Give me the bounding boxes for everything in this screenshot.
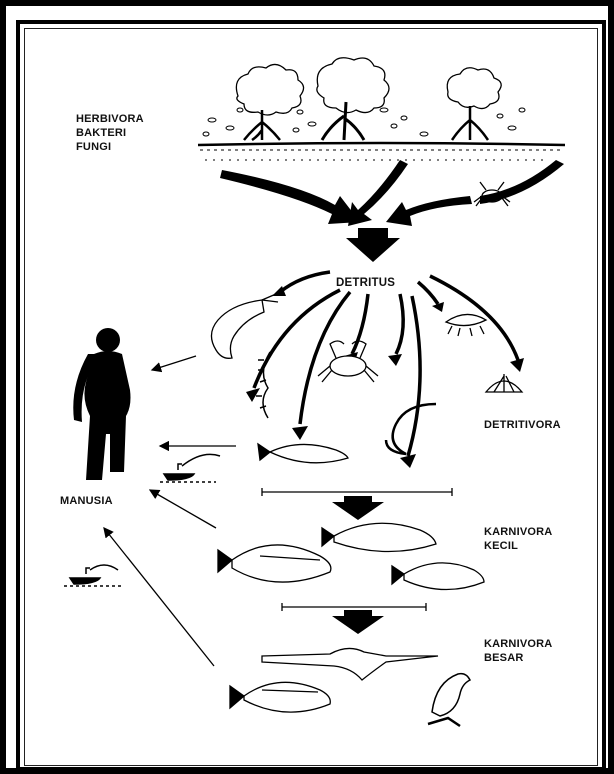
fish-icon [322,523,436,551]
fish-icon [392,563,484,590]
level-arrows [332,496,384,634]
shrimp-icon [211,294,278,358]
amphipod-icon [446,314,486,336]
fish-icon [258,444,348,463]
boat-icon [64,565,124,586]
human-icon [73,328,130,480]
crab-icon [318,341,378,382]
ray-icon [262,648,438,680]
mangrove-tree-icon [236,58,501,140]
fish-icon [230,682,330,712]
bird-icon [428,674,470,726]
boat-icon [160,454,220,482]
shell-icon [486,374,522,392]
fish-icon [218,545,331,582]
converging-arrows [220,160,564,262]
